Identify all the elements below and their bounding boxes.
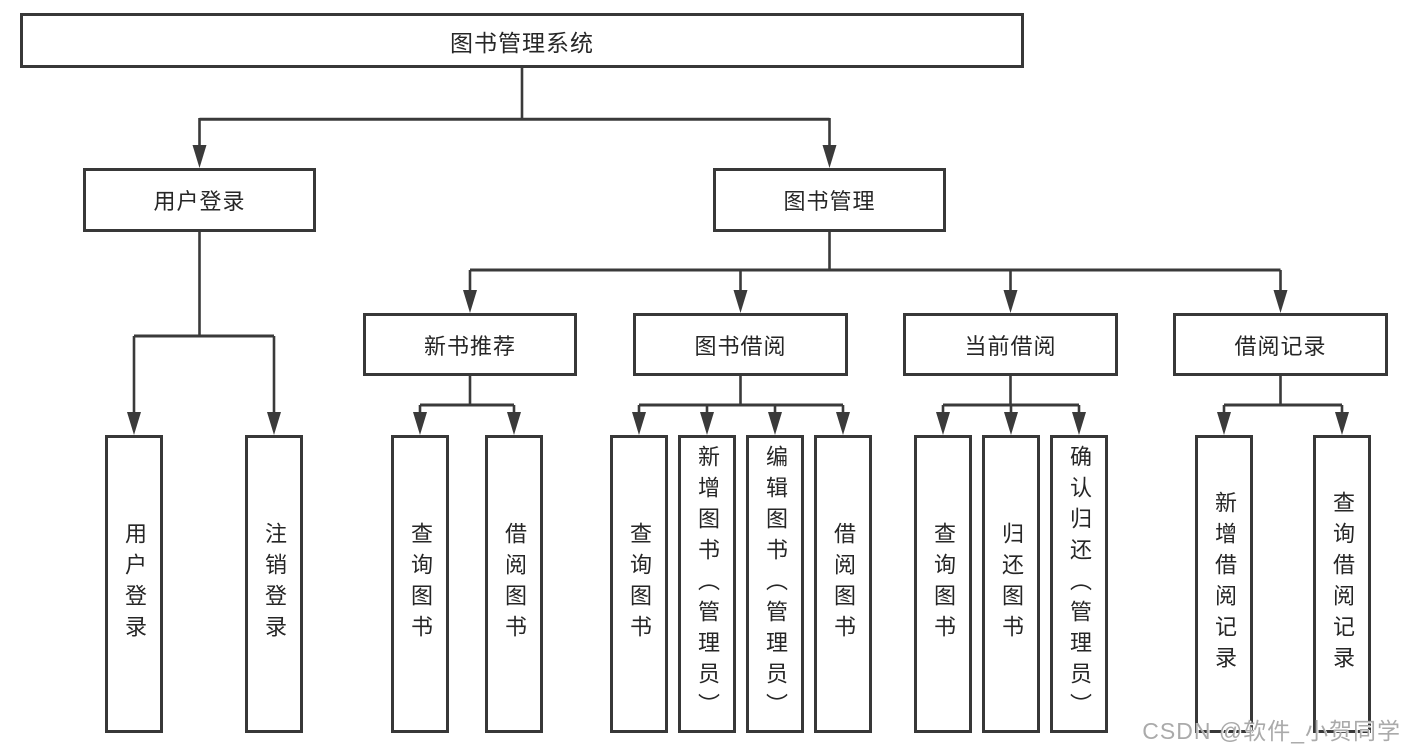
leaf-user-login: 用户登录 [105,435,163,733]
node-new-book-recommendation: 新书推荐 [363,313,577,376]
leaf-confirm-return-admin: 确认归还（管理员） [1050,435,1108,733]
leaf-query-books-recommend: 查询图书 [391,435,449,733]
node-borrowing-records: 借阅记录 [1173,313,1388,376]
leaf-return-books: 归还图书 [982,435,1040,733]
watermark: CSDN @软件_小贺同学 [1142,718,1401,744]
node-user-login: 用户登录 [83,168,316,232]
leaf-query-books-borrowing: 查询图书 [610,435,668,733]
node-library-system: 图书管理系统 [20,13,1024,68]
leaf-add-borrow-record: 新增借阅记录 [1195,435,1253,733]
leaf-query-borrow-record: 查询借阅记录 [1313,435,1371,733]
node-current-borrowing: 当前借阅 [903,313,1118,376]
leaf-query-books-current: 查询图书 [914,435,972,733]
leaf-edit-books-admin: 编辑图书（管理员） [746,435,804,733]
node-book-borrowing: 图书借阅 [633,313,848,376]
leaf-borrow-books-borrowing: 借阅图书 [814,435,872,733]
leaf-borrow-books-recommend: 借阅图书 [485,435,543,733]
leaf-logout: 注销登录 [245,435,303,733]
node-book-management: 图书管理 [713,168,946,232]
leaf-add-books-admin: 新增图书（管理员） [678,435,736,733]
